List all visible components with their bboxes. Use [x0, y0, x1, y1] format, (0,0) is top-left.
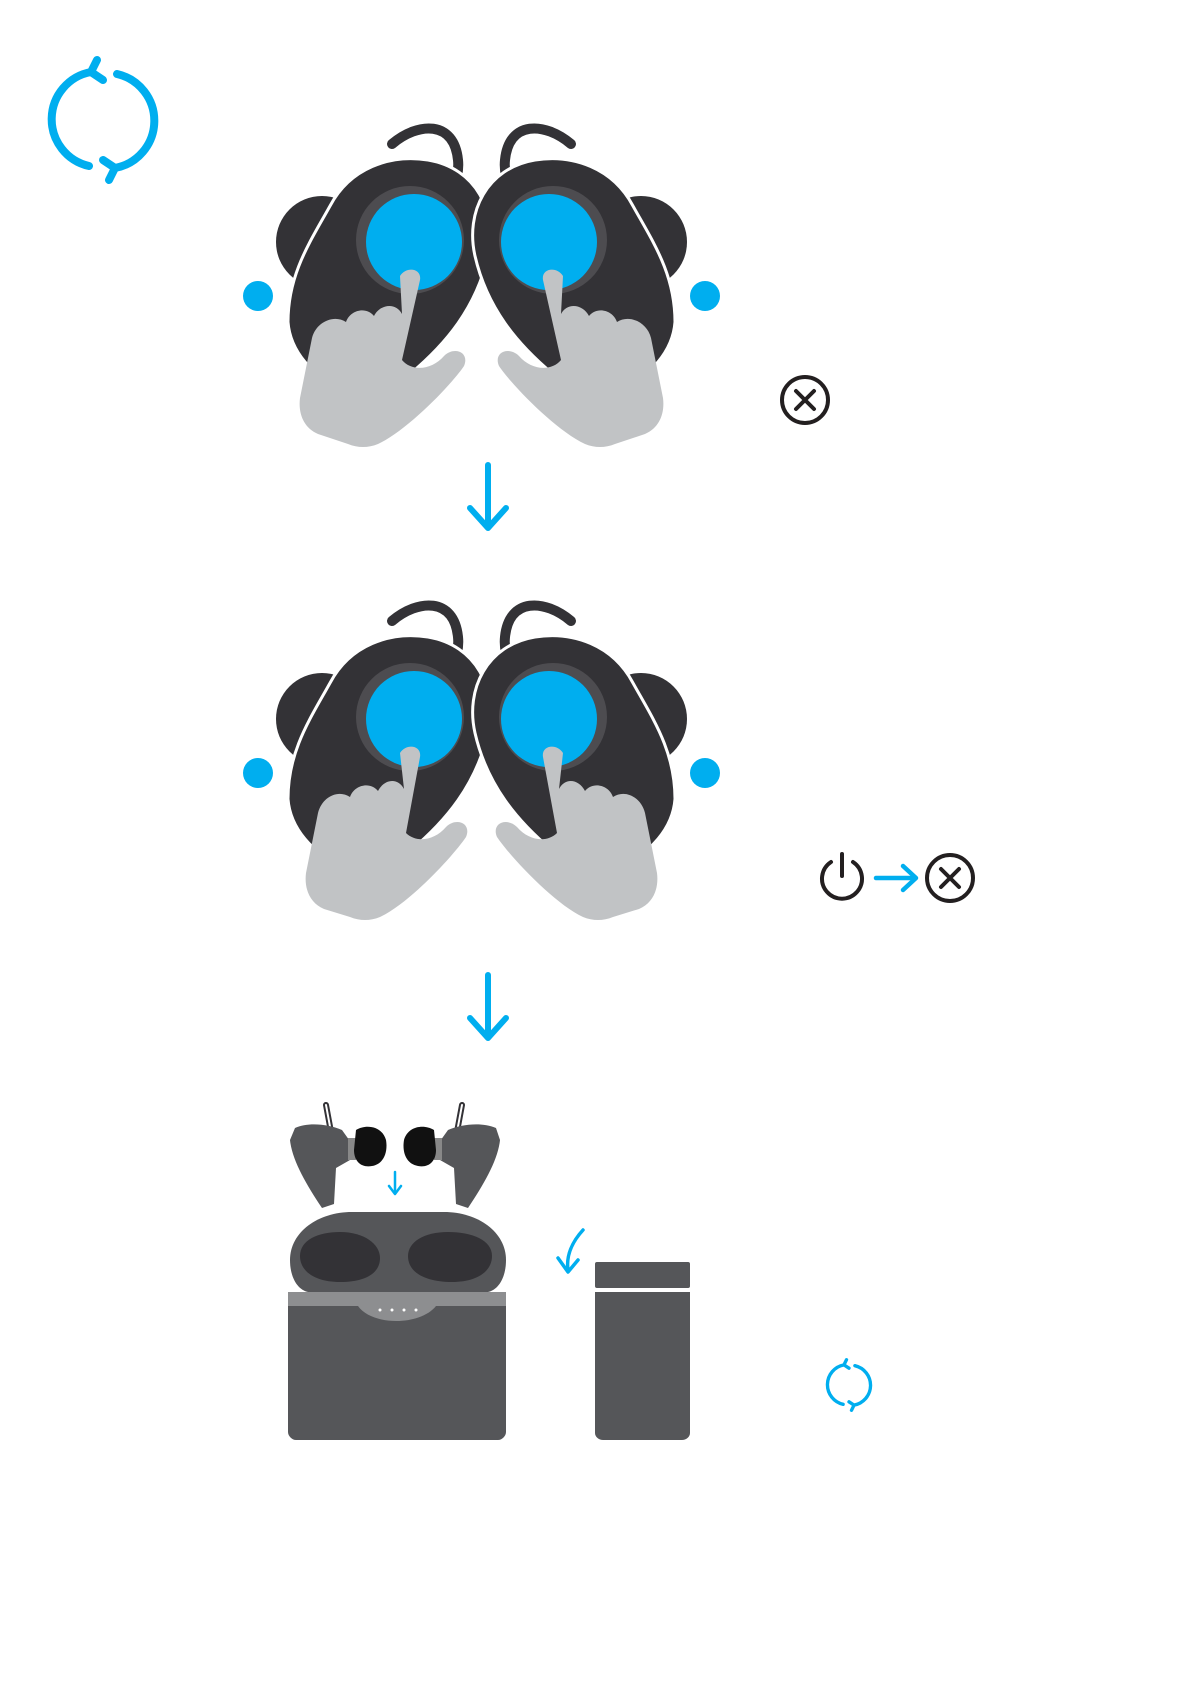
case-lid: [595, 1262, 690, 1440]
curved-arrow-icon: [558, 1230, 583, 1272]
indicator-dot-left: [243, 758, 273, 788]
charging-case: [288, 1212, 506, 1440]
left-earbud-side: [290, 1105, 386, 1208]
right-earbud-press: [473, 128, 687, 447]
reset-small-icon: [827, 1360, 870, 1410]
right-earbud-side: [404, 1105, 500, 1208]
left-earbud-press: [276, 605, 490, 920]
right-earbud-press: [473, 605, 687, 920]
small-down-arrow-icon: [389, 1172, 401, 1194]
indicator-dot-right: [690, 281, 720, 311]
step-2-hold-earbuds: [243, 605, 973, 920]
down-arrow-icon: [470, 975, 506, 1038]
step-3-place-in-case: [288, 1105, 871, 1440]
indicator-dot-right: [690, 758, 720, 788]
cancel-x-icon: [782, 377, 828, 423]
left-earbud-press: [276, 128, 490, 447]
cancel-x-icon: [927, 855, 973, 901]
indicator-dot-left: [243, 281, 273, 311]
right-arrow-icon: [876, 866, 916, 890]
step-1-press-earbuds: [243, 128, 828, 447]
reset-large-icon: [52, 60, 155, 180]
power-icon: [822, 854, 862, 899]
down-arrow-icon: [470, 465, 506, 528]
